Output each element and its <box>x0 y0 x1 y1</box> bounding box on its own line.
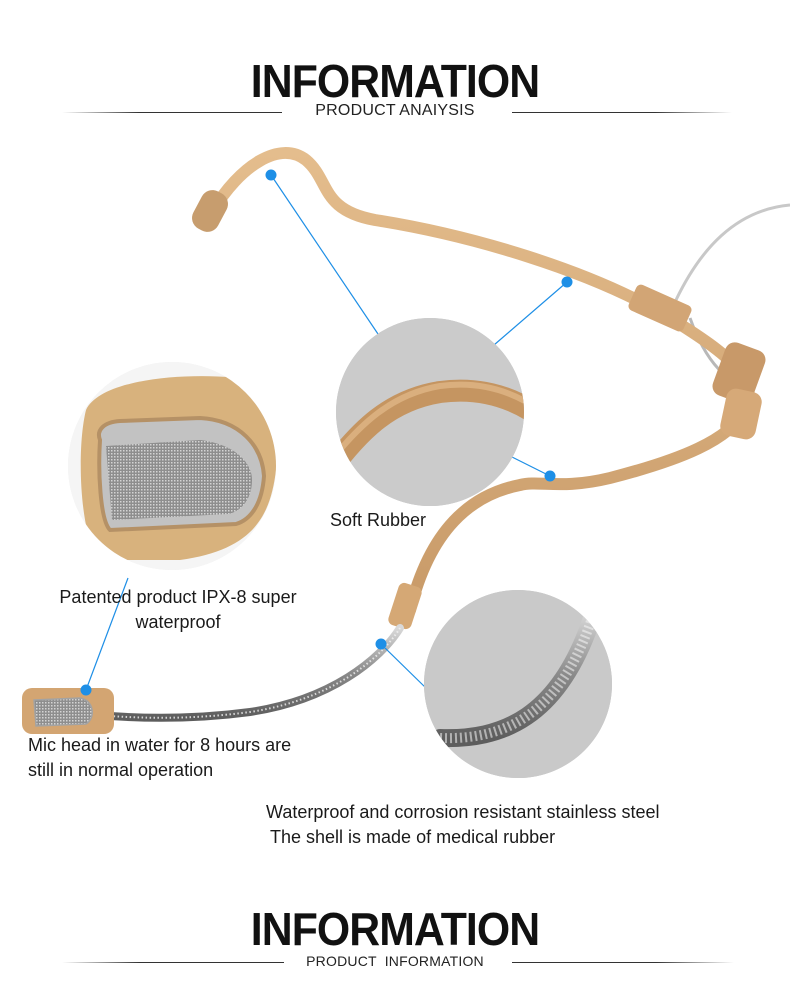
page-subtitle: PRODUCT ANAIYSIS <box>315 102 475 119</box>
label-steel-line1: Waterproof and corrosion resistant stain… <box>266 802 660 822</box>
label-waterproof-line2: waterproof <box>135 612 221 632</box>
label-mic-head-line2: still in normal operation <box>28 760 214 780</box>
headband <box>192 147 766 630</box>
zoom-circle-stainless-steel <box>424 590 612 778</box>
section-title: INFORMATION <box>250 903 540 955</box>
label-mic-head: Mic head in water for 8 hours are still … <box>28 733 291 783</box>
section-subtitle: PRODUCT INFORMATION <box>306 953 484 969</box>
callout-lines <box>85 174 568 691</box>
label-mic-head-line1: Mic head in water for 8 hours are <box>28 735 292 755</box>
page-title: INFORMATION <box>250 55 540 107</box>
label-soft-rubber: Soft Rubber <box>330 510 427 530</box>
label-waterproof-line1: Patented product IPX-8 super <box>59 587 297 607</box>
mic-head <box>22 688 114 734</box>
divider-bottom-left <box>62 962 284 963</box>
zoom-circle-soft-rubber <box>336 318 524 506</box>
divider-bottom-right <box>512 962 734 963</box>
label-steel: Waterproof and corrosion resistant stain… <box>266 800 660 850</box>
label-waterproof: Patented product IPX-8 super waterproof <box>28 585 328 635</box>
gooseneck-boom <box>106 624 404 722</box>
callout-dots <box>80 169 573 696</box>
label-steel-line2: The shell is made of medical rubber <box>270 827 556 847</box>
divider-left <box>62 112 282 113</box>
divider-right <box>512 112 732 113</box>
zoom-circle-mic-mesh <box>68 362 276 570</box>
